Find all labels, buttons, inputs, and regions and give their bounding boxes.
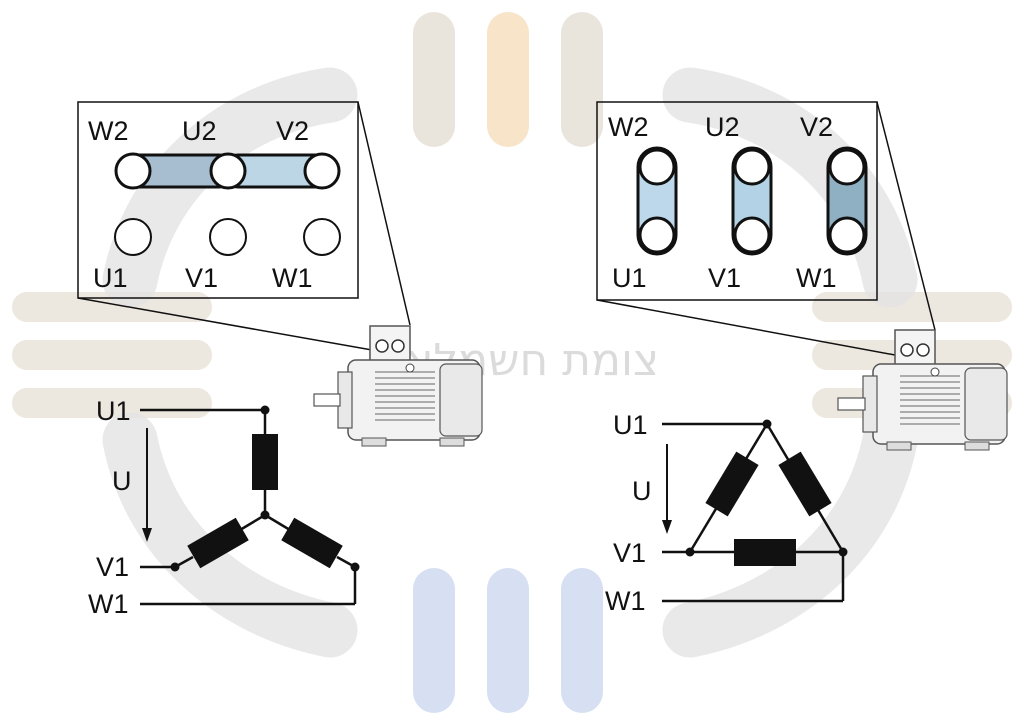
- terminal-label-w1: W1: [272, 263, 313, 293]
- terminal-u1: [638, 216, 676, 254]
- resistor-bottom: [734, 539, 796, 566]
- terminal-label-u2: U2: [705, 112, 740, 142]
- terminal-v1: [733, 216, 771, 254]
- arrowhead-icon: [662, 520, 672, 534]
- resistor-right: [778, 451, 832, 517]
- terminal-box: [77, 101, 359, 299]
- terminal-label-u1: U1: [93, 263, 128, 293]
- arrowhead-icon: [142, 528, 152, 542]
- delta-connection: W2 U2 V2 U1 V1 W1: [596, 101, 1008, 616]
- resistor-u: [252, 434, 278, 490]
- terminal-label-u1: U1: [612, 263, 647, 293]
- watermark-pill: [12, 340, 212, 370]
- terminal-v1: [209, 218, 247, 256]
- watermark-pill: [12, 292, 212, 322]
- terminal-u2: [733, 148, 771, 186]
- node-dot: [260, 510, 270, 520]
- terminal-label-v2: V2: [276, 116, 309, 146]
- watermark-pill: [413, 568, 455, 713]
- terminal-label-w2: W2: [88, 116, 129, 146]
- terminal-v2: [828, 148, 866, 186]
- watermark-logo: צומת חשמלאים: [12, 12, 1012, 713]
- voltage-label: U: [112, 466, 132, 496]
- line-label-w1: W1: [88, 589, 129, 619]
- callout-line: [876, 101, 936, 331]
- watermark-pill: [487, 568, 529, 713]
- terminal-w1: [828, 216, 866, 254]
- terminal-w2: [638, 148, 676, 186]
- line-label-w1: W1: [605, 586, 646, 616]
- node-dot: [838, 547, 848, 557]
- resistor-v: [187, 517, 249, 569]
- terminal-label-v2: V2: [800, 112, 833, 142]
- callout-line: [357, 101, 411, 326]
- line-label-v1: V1: [96, 552, 129, 582]
- node-dot: [685, 547, 695, 557]
- terminal-v2: [303, 152, 341, 190]
- terminal-w1: [303, 218, 341, 256]
- line-label-u1: U1: [613, 410, 648, 440]
- line-label-u1: U1: [96, 396, 131, 426]
- star-connection: W2 U2 V2 U1 V1 W1: [77, 101, 483, 619]
- watermark-arc: [662, 67, 918, 308]
- motor-illustration: [837, 329, 1008, 451]
- terminal-box: [596, 101, 878, 301]
- terminal-w2: [114, 152, 152, 190]
- watermark-arc: [662, 412, 918, 658]
- terminal-label-v1: V1: [185, 263, 218, 293]
- node-dot: [260, 405, 270, 415]
- node-dot: [762, 419, 772, 429]
- resistor-left: [705, 451, 759, 517]
- watermark-pill: [561, 12, 603, 147]
- line-label-v1: V1: [613, 538, 646, 568]
- terminal-u1: [114, 218, 152, 256]
- watermark-pill: [413, 12, 455, 147]
- terminal-label-v1: V1: [708, 263, 741, 293]
- voltage-label: U: [632, 476, 652, 506]
- terminal-label-w1: W1: [796, 263, 837, 293]
- terminal-label-w2: W2: [608, 112, 649, 142]
- resistor-w: [281, 517, 343, 569]
- watermark-pill: [561, 568, 603, 713]
- watermark-pill: [487, 12, 529, 147]
- motor-illustration: [313, 325, 483, 447]
- node-dot: [350, 562, 360, 572]
- callout-line: [77, 297, 373, 351]
- node-dot: [170, 562, 180, 572]
- terminal-label-u2: U2: [182, 116, 217, 146]
- terminal-u2: [209, 152, 247, 190]
- callout-line: [596, 299, 896, 356]
